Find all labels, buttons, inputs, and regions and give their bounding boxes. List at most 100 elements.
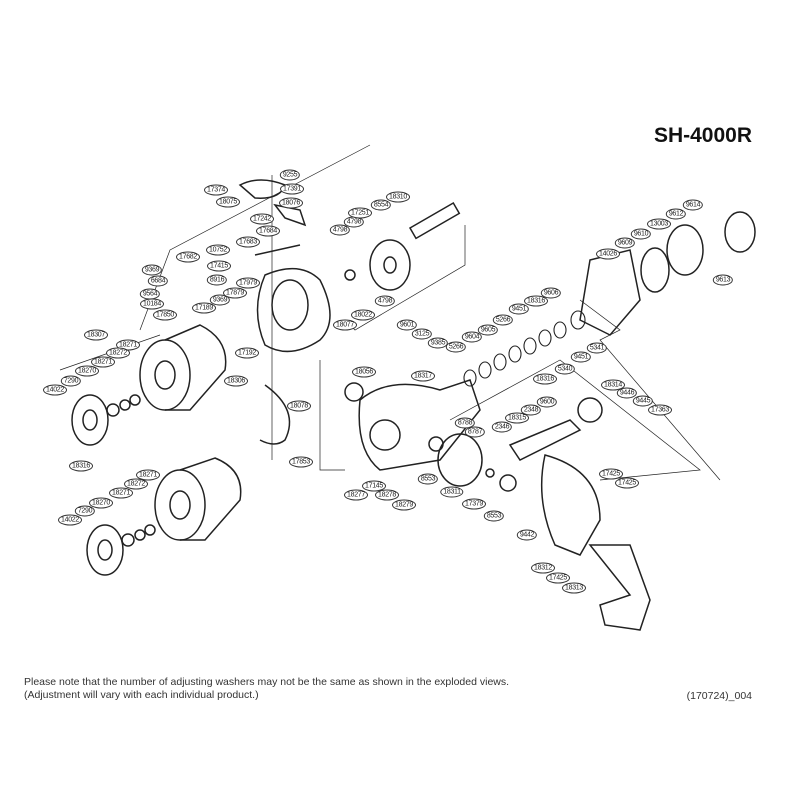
part-number-label: 18272 [106, 347, 130, 359]
part-number-label: 7290 [60, 375, 82, 387]
part-number-label: 18307 [84, 329, 108, 341]
part-number-label: 17415 [207, 260, 231, 272]
part-number-label: 18306 [224, 375, 248, 387]
part-number-label: 14026 [596, 248, 620, 260]
part-number-label: 5266 [445, 341, 467, 353]
part-number-label: 17192 [235, 347, 259, 359]
part-number-label: 8787 [464, 426, 486, 438]
part-number-label: 17850 [153, 309, 177, 321]
part-number-label: 18078 [287, 400, 311, 412]
part-number-label: 17684 [256, 225, 280, 237]
model-title: SH-4000R [653, 124, 752, 147]
part-number-label: 18312 [531, 562, 555, 574]
part-number-label: 17853 [289, 456, 313, 468]
note-line-1: Please note that the number of adjusting… [24, 676, 510, 688]
part-number-label: 18279 [392, 499, 416, 511]
part-number-label: 18270 [75, 365, 99, 377]
part-number-label: 17379 [462, 498, 486, 510]
part-number-label: 2346 [491, 421, 513, 433]
part-number-label: 8788 [454, 417, 476, 429]
document-code: (170724)_004 [686, 690, 752, 702]
part-number-label: 9445 [632, 395, 654, 407]
part-number-label: 17363 [648, 404, 672, 416]
part-number-label: 13003 [647, 218, 671, 230]
part-number-label: 18271 [136, 469, 160, 481]
part-number-label: 17425 [546, 572, 570, 584]
part-number-label: 9369 [209, 294, 231, 306]
part-number-label: 9600 [536, 396, 558, 408]
part-number-label: 9442 [516, 529, 538, 541]
part-number-label: 18270 [89, 497, 113, 509]
part-number-label: 9601 [396, 319, 418, 331]
part-number-label: 4798 [374, 295, 396, 307]
part-number-label: 17979 [236, 277, 260, 289]
part-number-label: 18271 [109, 487, 133, 499]
part-number-label: 9606 [540, 287, 562, 299]
part-number-label: 17879 [223, 287, 247, 299]
part-number-label: 9451 [570, 351, 592, 363]
part-number-label: 9613 [712, 274, 734, 286]
part-number-label: 9604 [461, 331, 483, 343]
part-number-label: 17425 [615, 477, 639, 489]
part-number-label: 18271 [91, 356, 115, 368]
part-number-label: 17242 [250, 213, 274, 225]
part-number-label: 9451 [508, 303, 530, 315]
part-number-label: 18316 [69, 460, 93, 472]
body-and-gears [344, 379, 651, 631]
bottom-spool [86, 457, 242, 576]
part-number-label: 8553 [483, 510, 505, 522]
part-number-label: 9369 [141, 264, 163, 276]
part-number-label: 18056 [352, 366, 376, 378]
part-number-label: 18311 [440, 486, 464, 498]
part-number-label: 17682 [176, 251, 200, 263]
part-number-label: 18278 [375, 489, 399, 501]
part-number-label: 9614 [682, 199, 704, 211]
part-number-label: 18315 [505, 412, 529, 424]
part-number-label: 18277 [344, 489, 368, 501]
part-number-label: 5341 [586, 342, 608, 354]
part-number-label: 10752 [206, 244, 230, 256]
part-number-label: 18316 [533, 373, 557, 385]
part-number-label: 9446 [616, 387, 638, 399]
part-number-label: 9609 [614, 237, 636, 249]
part-number-label: 18317 [411, 370, 435, 382]
part-number-label: 5340 [554, 363, 576, 375]
part-number-label: 18022 [351, 309, 375, 321]
part-number-label: 18077 [333, 319, 357, 331]
pinion-and-drive [344, 201, 461, 291]
part-number-label: 17374 [204, 184, 228, 196]
part-number-label: 8554 [370, 199, 392, 211]
part-number-label: 17683 [236, 236, 260, 248]
part-number-label: 2348 [520, 404, 542, 416]
part-number-label: 17425 [599, 468, 623, 480]
part-number-label: 9610 [630, 228, 652, 240]
part-number-label: 18272 [124, 478, 148, 490]
part-number-label: 4798 [329, 224, 351, 236]
part-number-label: 8553 [417, 473, 439, 485]
part-number-label: 8916 [206, 274, 228, 286]
part-number-label: 17189 [192, 302, 216, 314]
part-number-label: 18076 [279, 197, 303, 209]
part-number-label: 10184 [140, 298, 164, 310]
part-number-label: 17145 [362, 480, 386, 492]
part-number-label: 18313 [562, 582, 586, 594]
part-number-label: 3125 [411, 328, 433, 340]
part-number-label: 17251 [348, 207, 372, 219]
part-number-label: 5266 [492, 314, 514, 326]
part-number-label: 9612 [665, 208, 687, 220]
top-spool [71, 324, 227, 446]
part-number-label: 18316 [524, 295, 548, 307]
part-number-label: 14022 [58, 514, 82, 526]
part-number-label: 9255 [279, 169, 301, 181]
part-number-label: 17391 [280, 183, 304, 195]
part-number-label: 7290 [74, 505, 96, 517]
adjustment-note: Please note that the number of adjusting… [24, 676, 509, 702]
part-number-label: 14022 [43, 384, 67, 396]
note-line-2: (Adjustment will vary with each individu… [24, 689, 259, 701]
part-number-label: 9605 [477, 324, 499, 336]
part-number-label: 6684 [147, 275, 169, 287]
part-number-label: 18314 [601, 379, 625, 391]
part-number-label: 18075 [216, 196, 240, 208]
